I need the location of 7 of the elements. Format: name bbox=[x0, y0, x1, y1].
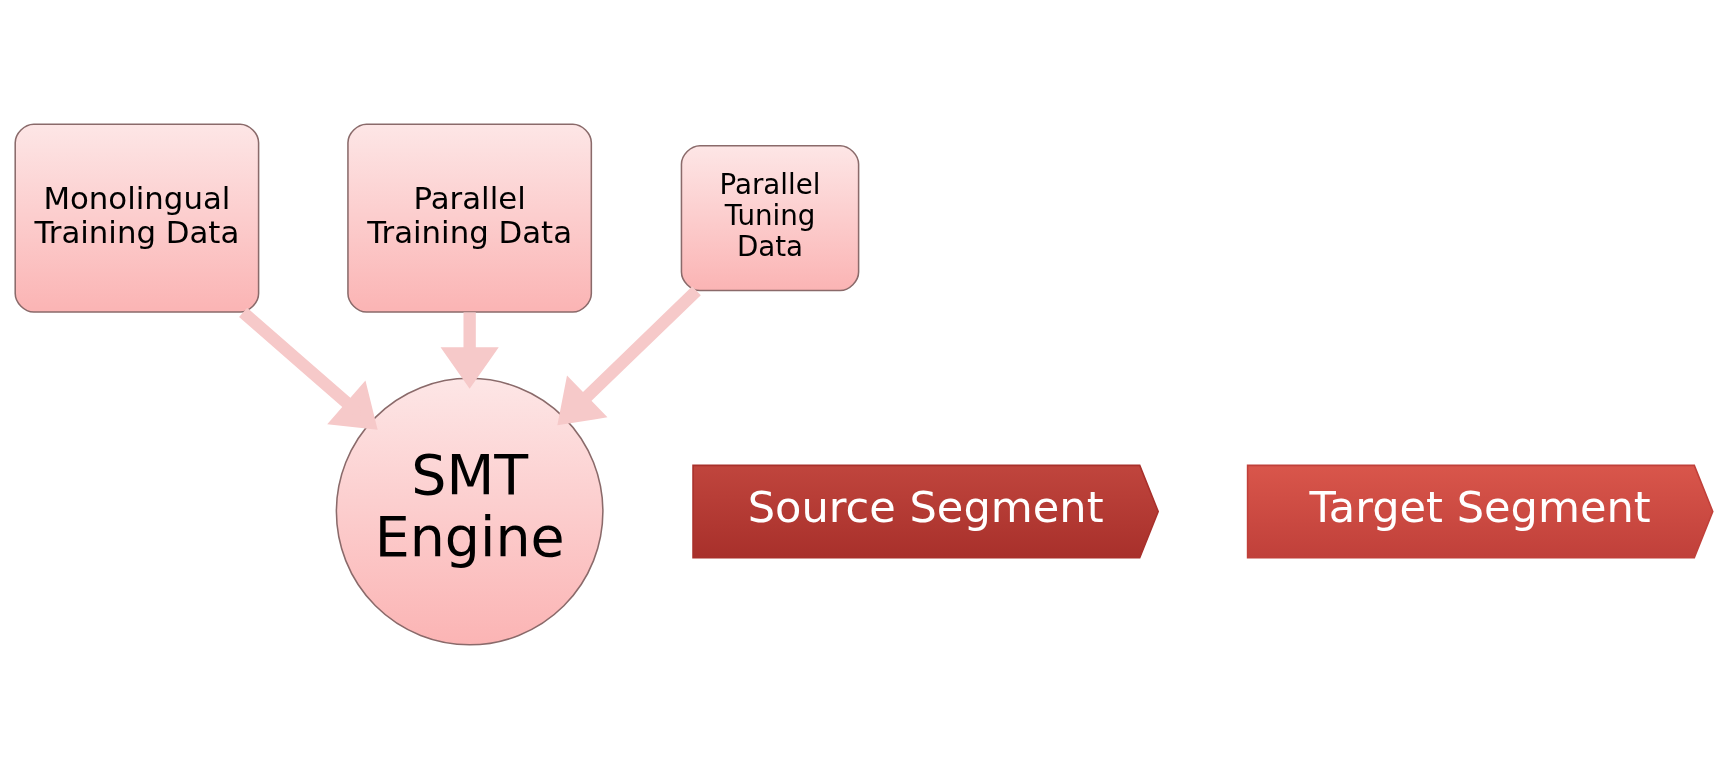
node-box: Parallel Tuning Data bbox=[680, 144, 860, 291]
arrow bbox=[557, 285, 701, 425]
node-box: Parallel Training Data bbox=[347, 122, 593, 313]
node-box: Monolingual Training Data bbox=[14, 122, 260, 313]
arrow bbox=[239, 307, 378, 430]
node-circle: SMT Engine bbox=[335, 377, 604, 646]
arrow bbox=[440, 311, 499, 389]
